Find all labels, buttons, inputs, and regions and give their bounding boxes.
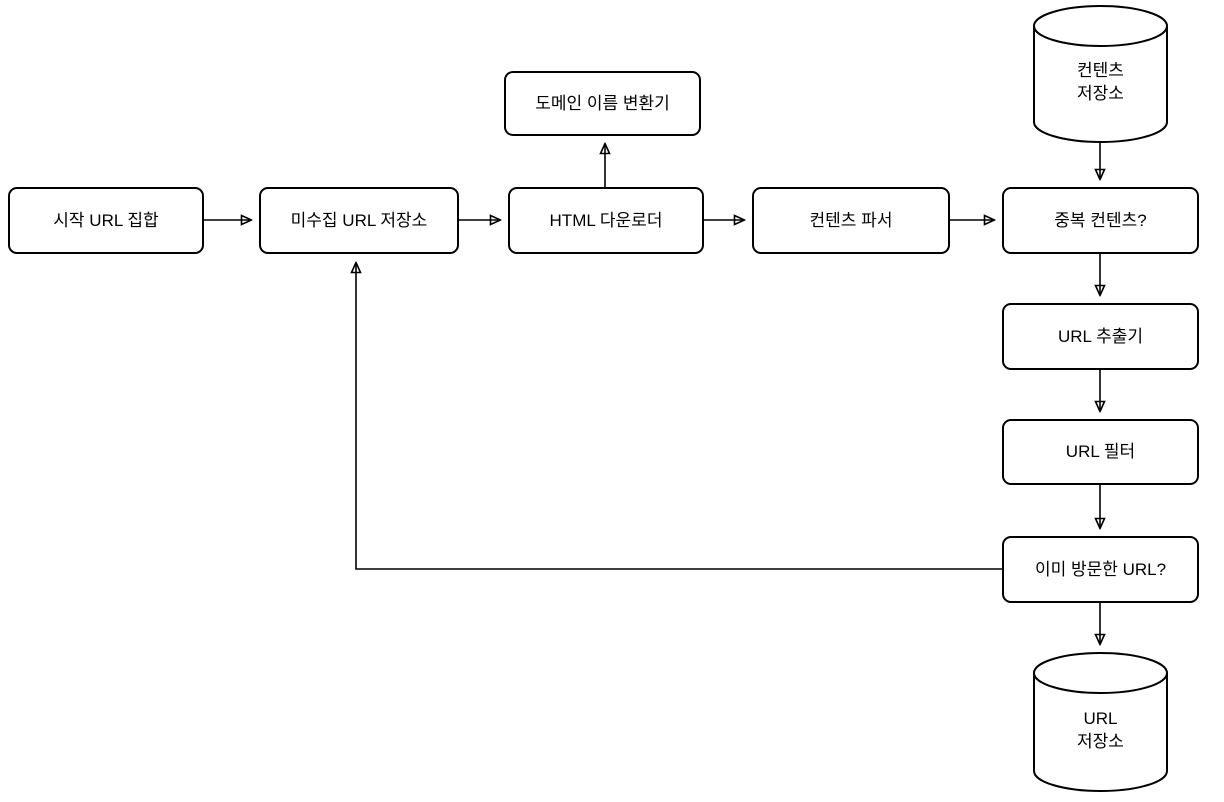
node-dup-content-label: 중복 컨텐츠?: [1054, 210, 1147, 230]
cylinder-shape: [1033, 652, 1168, 792]
node-url-extractor: URL 추출기: [1002, 303, 1199, 370]
node-seed-urls: 시작 URL 집합: [8, 187, 204, 254]
node-content-parser: 컨텐츠 파서: [752, 187, 950, 254]
node-url-storage: URL 저장소: [1033, 652, 1168, 792]
node-dns-resolver-label: 도메인 이름 변환기: [535, 93, 670, 113]
node-visited-url: 이미 방문한 URL?: [1002, 536, 1199, 603]
node-url-frontier-label: 미수집 URL 저장소: [290, 210, 428, 230]
node-content-storage: 컨텐츠 저장소: [1033, 5, 1168, 143]
node-url-filter-label: URL 필터: [1065, 442, 1136, 462]
node-visited-url-label: 이미 방문한 URL?: [1034, 559, 1167, 579]
node-dns-resolver: 도메인 이름 변환기: [504, 71, 701, 136]
node-content-parser-label: 컨텐츠 파서: [809, 210, 893, 230]
node-html-downloader: HTML 다운로더: [508, 187, 704, 254]
node-url-frontier: 미수집 URL 저장소: [259, 187, 459, 254]
cylinder-shape: [1033, 5, 1168, 143]
node-content-storage-label: 컨텐츠 저장소: [1077, 60, 1124, 103]
node-seed-urls-label: 시작 URL 집합: [53, 210, 159, 230]
edge-visited-to-frontier-feedback: [356, 263, 1002, 570]
node-url-extractor-label: URL 추출기: [1057, 326, 1144, 346]
node-dup-content: 중복 컨텐츠?: [1002, 187, 1199, 254]
node-url-storage-label: URL 저장소: [1077, 708, 1124, 751]
node-html-downloader-label: HTML 다운로더: [549, 210, 663, 230]
node-url-filter: URL 필터: [1002, 419, 1199, 485]
